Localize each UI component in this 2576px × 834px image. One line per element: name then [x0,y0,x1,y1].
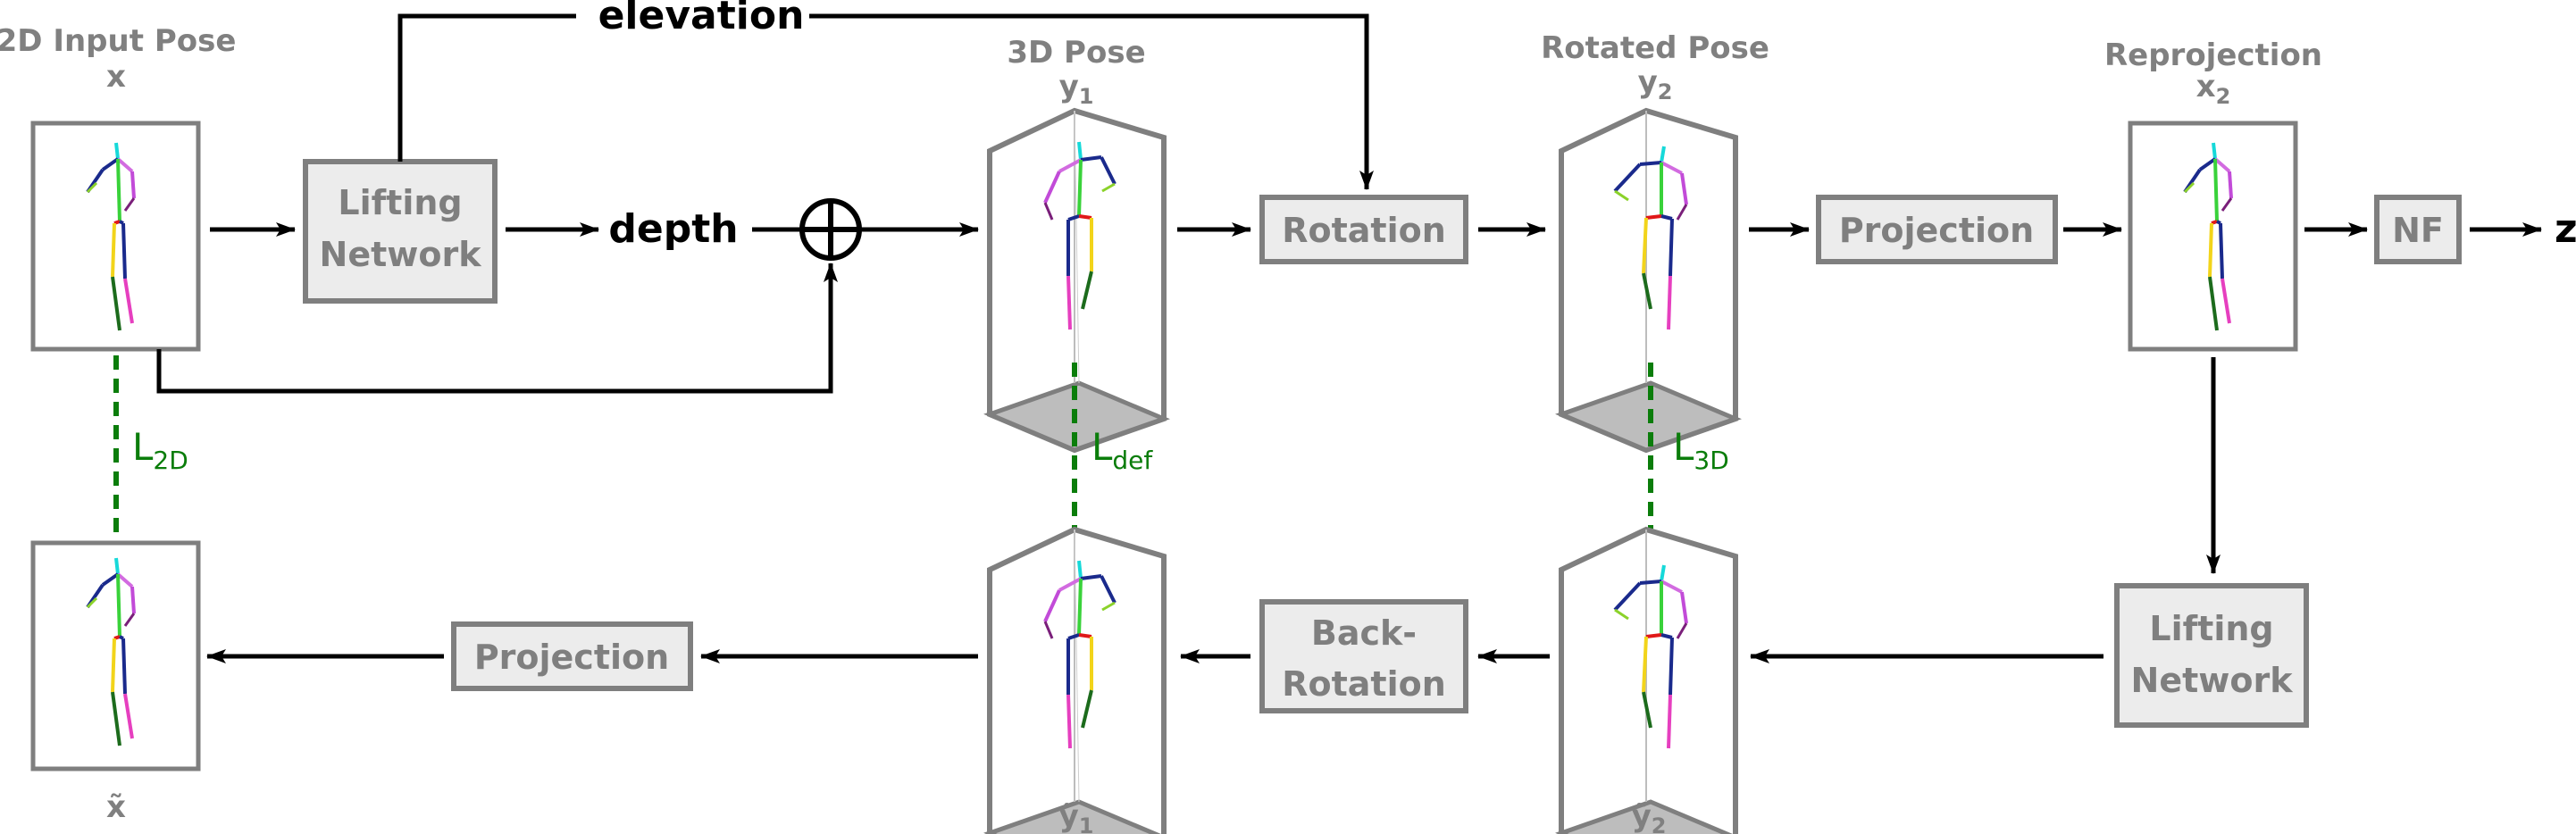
loss-3d-label: L3D [1673,425,1729,475]
y2-tilde-cube [1561,530,1735,834]
lifting-network-box-right: Lifting Network [2114,583,2309,728]
rotated-pose-title: Rotated Pose [1541,30,1769,66]
nf-label: NF [2392,211,2444,250]
reprojection-frame [2128,121,2298,352]
reprojection-symbol: x2 [2196,69,2231,109]
lifting-network-right-line1: Lifting [2149,609,2273,648]
elevation-label: elevation [598,0,805,38]
lifting-network-box-top: Lifting Network [303,159,498,304]
y1-tilde-symbol: ỹ1 [1059,798,1094,834]
nf-box: NF [2374,195,2462,264]
back-rotation-box: Back- Rotation [1259,599,1468,713]
lifting-network-right-line2: Network [2131,661,2294,700]
projection-top-label: Projection [1839,211,2034,250]
projection-box-top: Projection [1816,195,2058,264]
pose3d-title: 3D Pose [1007,35,1145,71]
input-pose-symbol: x [106,59,126,95]
loss-2d-label: L2D [132,425,188,475]
back-rotation-line1: Back- [1311,613,1417,653]
input-pose-frame [30,121,201,352]
input-pose-title: 2D Input Pose [0,23,236,59]
lifting-network-top-line2: Network [320,235,482,274]
y1-tilde-cube [990,530,1164,834]
reprojection-title: Reprojection [2104,38,2322,73]
x-tilde-frame [30,540,201,771]
concat-operator-icon [799,198,862,261]
rotated-pose-symbol: y2 [1638,64,1673,104]
skip-arrow-input-to-sum [156,263,838,394]
projection-box-bottom: Projection [451,621,693,691]
rotation-box: Rotation [1259,195,1468,264]
lifting-network-top-line1: Lifting [338,183,462,222]
z-label: z [2555,206,2576,252]
back-rotation-line2: Rotation [1282,664,1446,704]
projection-bottom-label: Projection [474,638,669,677]
loss-def-label: Ldef [1091,425,1153,475]
depth-label: depth [608,206,738,252]
y2-tilde-symbol: ỹ2 [1632,798,1667,834]
x-tilde-symbol: x̃ [106,789,126,825]
rotation-label: Rotation [1282,211,1446,250]
elevation-arrow-to-rotation [809,13,1374,190]
pose3d-symbol: y1 [1059,69,1094,109]
elevation-line-left [397,13,576,162]
